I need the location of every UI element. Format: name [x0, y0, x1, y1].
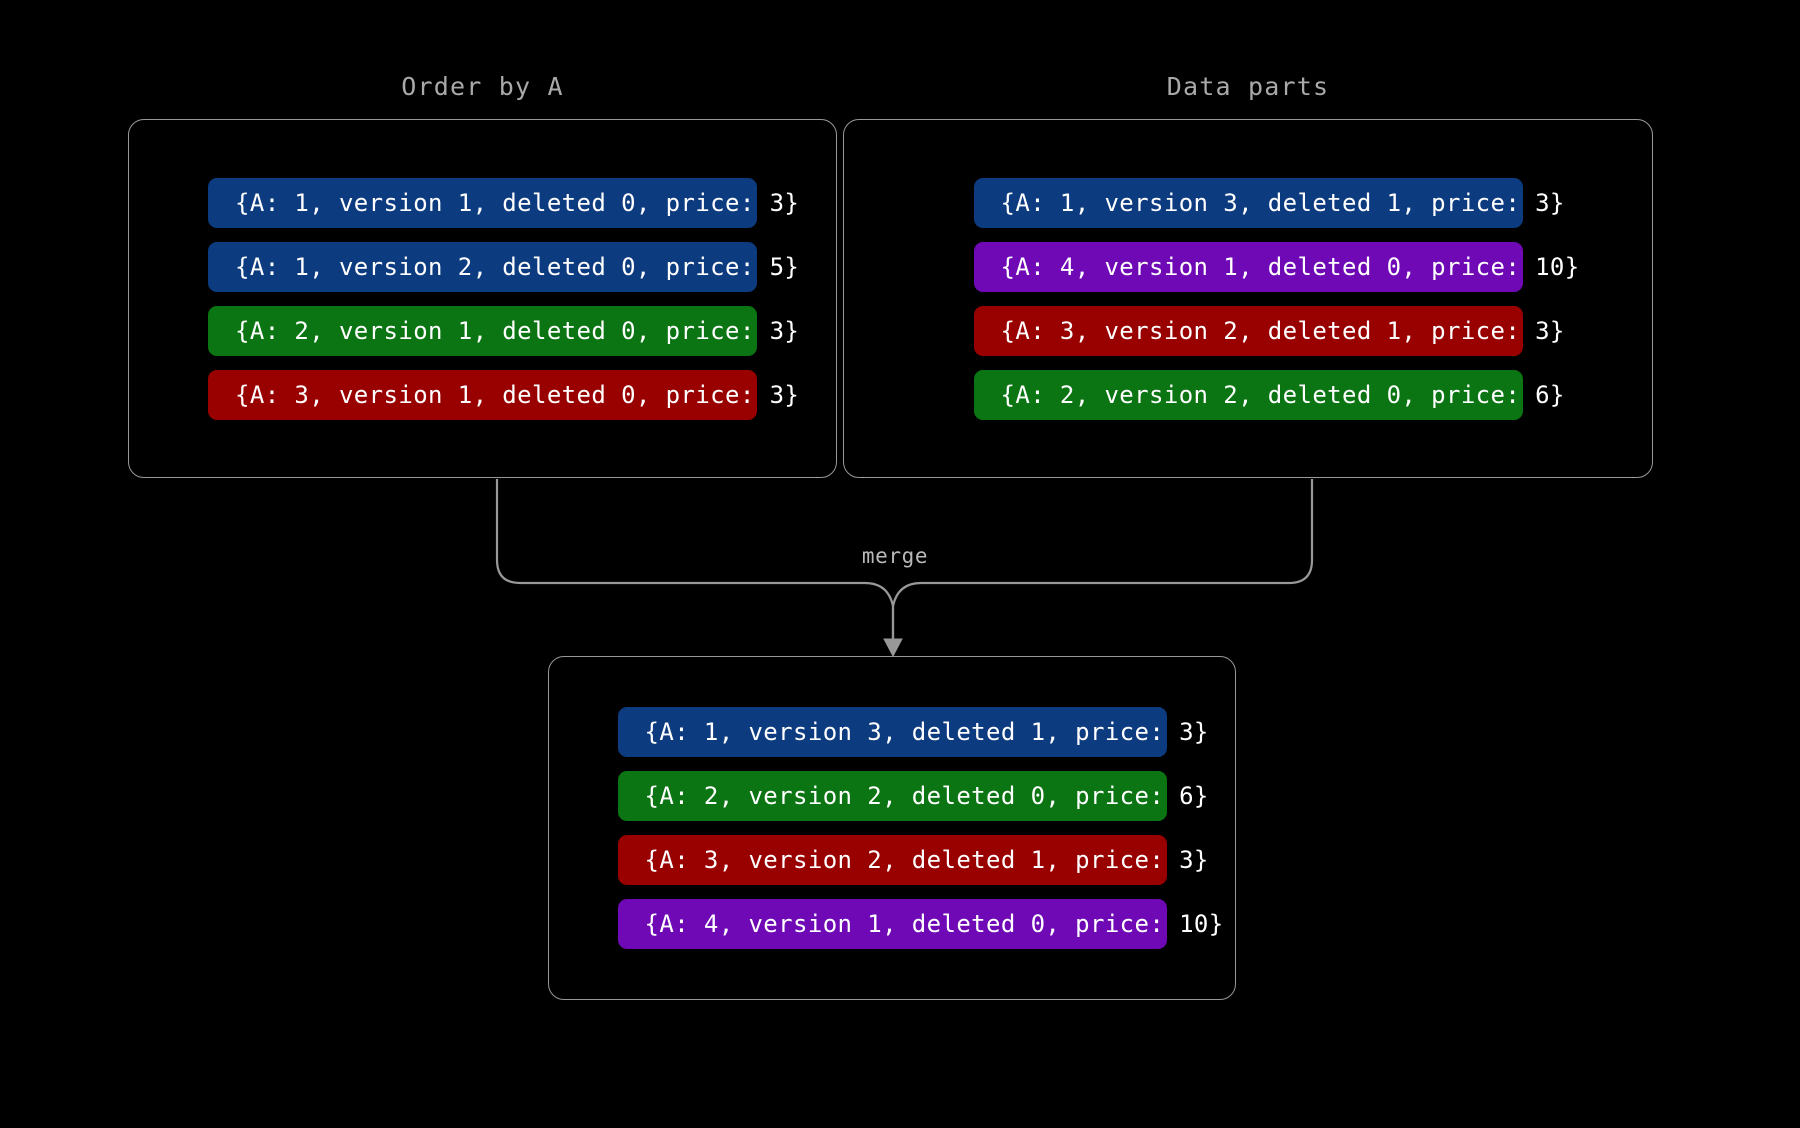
- edge-left-to-merge: [495, 479, 895, 648]
- group-title-order-by-a: Order by A: [401, 72, 564, 101]
- record-row[interactable]: {A: 2, version 1, deleted 0, price: 3}: [208, 305, 799, 356]
- record-row[interactable]: {A: 3, version 2, deleted 1, price: 3}: [973, 305, 1564, 356]
- record-row[interactable]: {A: 4, version 1, deleted 0, price: 10}: [973, 241, 1579, 292]
- record-list-order-by-a: {A: 1, version 1, deleted 0, price: 3} {…: [129, 120, 836, 477]
- record-list-data-parts: {A: 1, version 3, deleted 1, price: 3} {…: [844, 120, 1652, 477]
- record-row[interactable]: {A: 1, version 3, deleted 1, price: 3}: [617, 707, 1208, 757]
- merge-label: merge: [861, 544, 929, 568]
- record-row[interactable]: {A: 1, version 2, deleted 0, price: 5}: [208, 241, 799, 292]
- edge-right-to-merge: [891, 479, 1314, 648]
- record-row[interactable]: {A: 3, version 1, deleted 0, price: 3}: [208, 369, 799, 420]
- group-title-data-parts: Data parts: [1166, 72, 1330, 101]
- record-row[interactable]: {A: 3, version 2, deleted 1, price: 3}: [617, 835, 1208, 885]
- record-list-merged-result: {A: 1, version 3, deleted 1, price: 3} {…: [549, 657, 1235, 999]
- record-row[interactable]: {A: 1, version 1, deleted 0, price: 3}: [208, 177, 799, 228]
- record-row[interactable]: {A: 1, version 3, deleted 1, price: 3}: [973, 177, 1564, 228]
- group-box-data-parts: {A: 1, version 3, deleted 1, price: 3} {…: [843, 119, 1653, 478]
- record-row[interactable]: {A: 2, version 2, deleted 0, price: 6}: [617, 771, 1208, 821]
- record-row[interactable]: {A: 4, version 1, deleted 0, price: 10}: [617, 899, 1223, 949]
- arrowhead-icon: [883, 638, 903, 658]
- group-box-merged-result: {A: 1, version 3, deleted 1, price: 3} {…: [548, 656, 1236, 1000]
- record-row[interactable]: {A: 2, version 2, deleted 0, price: 6}: [973, 369, 1564, 420]
- group-box-order-by-a: {A: 1, version 1, deleted 0, price: 3} {…: [128, 119, 837, 478]
